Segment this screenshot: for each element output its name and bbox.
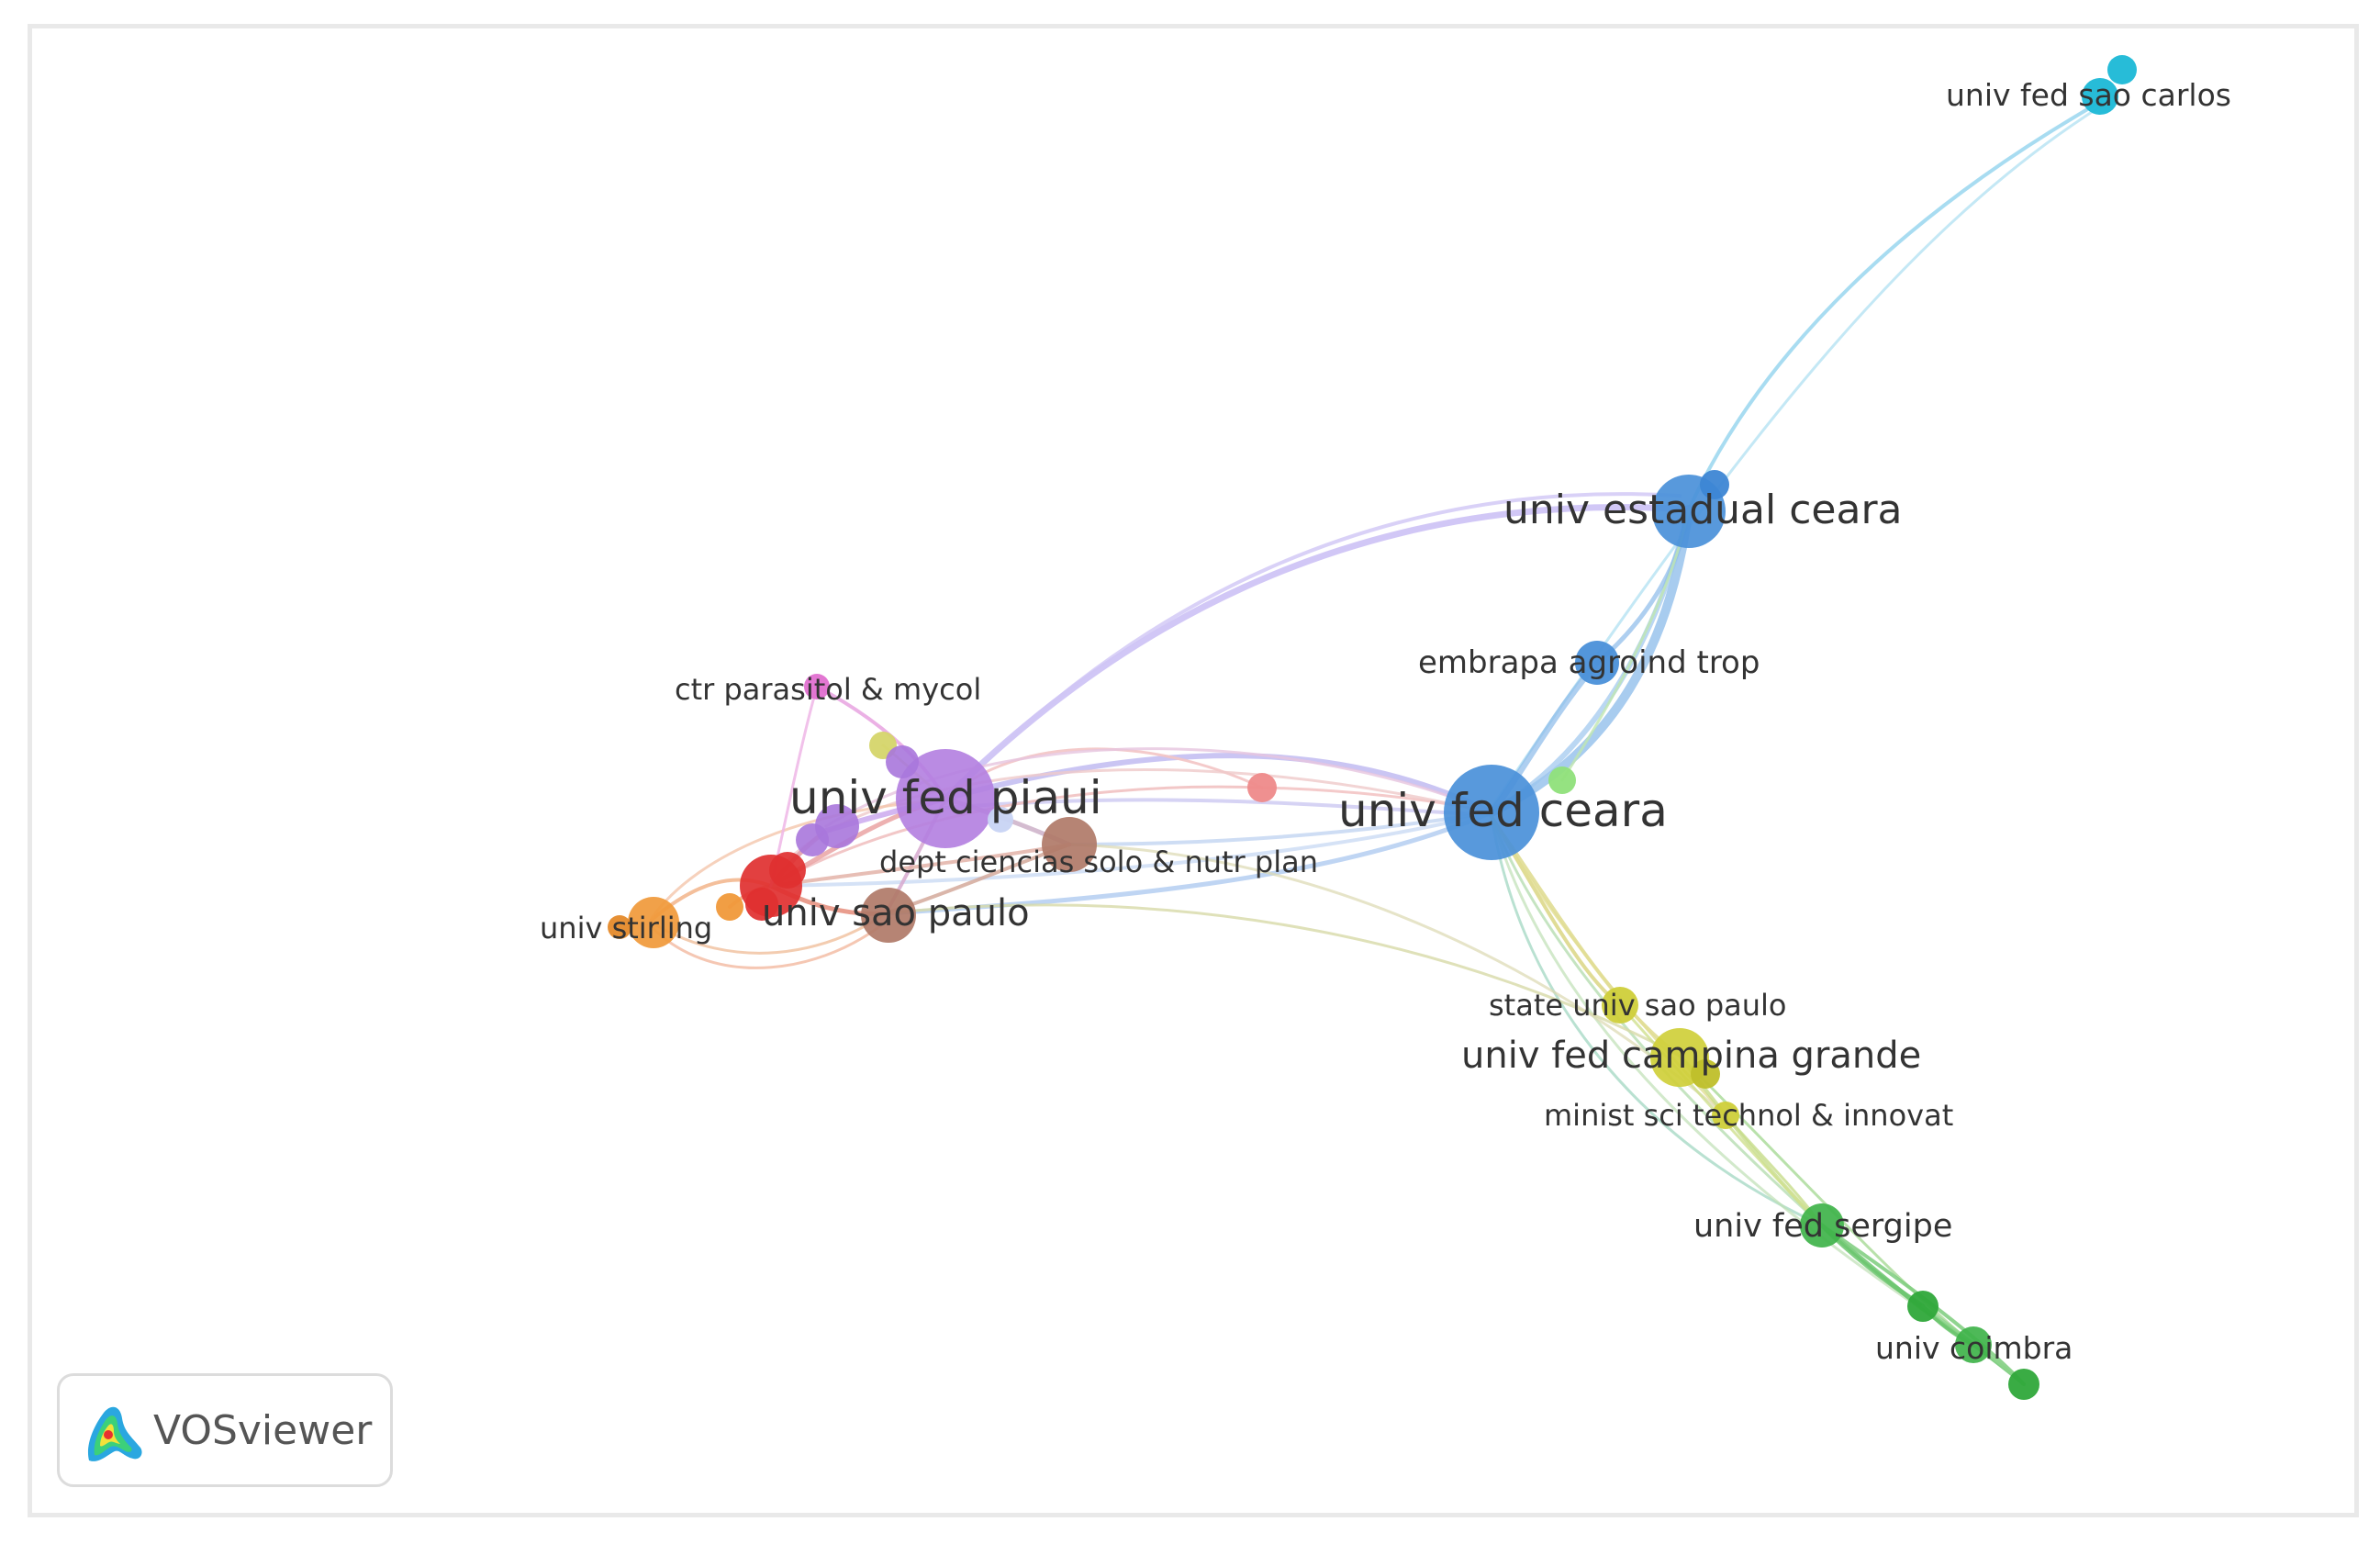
node-lightgreen[interactable] <box>1548 766 1576 794</box>
node-estadual-ceara-small[interactable] <box>1700 470 1729 499</box>
link-estadual-ceara-fed-ceara-a <box>1487 505 1693 817</box>
link-stirling-piaui <box>650 799 947 920</box>
node-univ-fed-ceara[interactable] <box>1444 765 1539 860</box>
node-purple-a[interactable] <box>886 745 919 778</box>
node-ctr-parasitol-mycol[interactable] <box>804 674 830 699</box>
label-univ-fed-sao-carlos[interactable]: univ fed sao carlos <box>1946 77 2231 113</box>
link-state-sp-sergipe <box>1618 1003 1824 1227</box>
node-univ-coimbra[interactable] <box>1955 1326 1992 1363</box>
node-light-lavender[interactable] <box>988 807 1013 833</box>
label-ctr-parasitol-mycol[interactable]: ctr parasitol & mycol <box>675 672 981 707</box>
link-fed-ceara-coimbra <box>1490 815 1975 1347</box>
node-red-c[interactable] <box>745 888 778 921</box>
node-green-c[interactable] <box>2008 1369 2039 1400</box>
link-piaui-fed-ceara <box>943 753 1494 815</box>
node-stirling-small[interactable] <box>608 915 631 939</box>
node-salmon[interactable] <box>1247 773 1277 802</box>
label-dept-ciencias-solo[interactable]: dept ciencias solo & nutr plan <box>879 845 1318 879</box>
label-univ-fed-sergipe[interactable]: univ fed sergipe <box>1693 1208 1952 1245</box>
link-sao-carlos-fed-ceara <box>1490 104 2104 810</box>
node-sao-carlos-small[interactable] <box>2107 55 2137 84</box>
label-univ-estadual-ceara[interactable]: univ estadual ceara <box>1503 487 1903 533</box>
vosviewer-density-icon <box>87 1406 142 1461</box>
link-red-fed-ceara <box>769 811 1493 888</box>
node-state-univ-sao-paulo[interactable] <box>1602 987 1638 1024</box>
node-purple-c[interactable] <box>796 823 829 856</box>
link-piaui-estadual-ceara-b <box>944 492 1682 805</box>
label-embrapa-agroind-trop[interactable]: embrapa agroind trop <box>1418 644 1760 681</box>
node-embrapa-agroind-trop[interactable] <box>1575 641 1619 685</box>
node-univ-sao-paulo[interactable] <box>861 888 916 943</box>
link-fed-ceara-sergipe-b <box>1490 815 1824 1227</box>
node-univ-fed-sao-carlos[interactable] <box>2082 78 2118 115</box>
label-univ-fed-ceara[interactable]: univ fed ceara <box>1338 784 1668 837</box>
label-univ-sao-paulo[interactable]: univ sao paulo <box>762 892 1030 934</box>
link-brown-fed-ceara <box>1067 811 1493 846</box>
node-dept-ciencias-solo[interactable] <box>1042 817 1097 872</box>
label-univ-coimbra[interactable]: univ coimbra <box>1875 1330 2073 1366</box>
network-nodes <box>608 55 2137 1400</box>
network-links <box>650 99 2104 1386</box>
node-campina-small[interactable] <box>1691 1059 1720 1089</box>
link-sao-carlos-estadual-ceara <box>1687 99 2104 511</box>
node-green-a[interactable] <box>1907 1291 1939 1322</box>
link-piaui-fed-ceara-b <box>944 798 1493 817</box>
network-labels: univ fed sao carlos univ estadual ceara … <box>540 77 2231 1366</box>
node-univ-fed-piaui[interactable] <box>896 749 995 848</box>
node-minist-sci-technol[interactable] <box>1712 1102 1739 1129</box>
link-stirling-saopaulo <box>650 912 888 955</box>
vosviewer-brand-text: VOSviewer <box>153 1407 373 1454</box>
vosviewer-logo: VOSviewer <box>57 1373 393 1487</box>
link-fed-ceara-sergipe <box>1490 815 1824 1227</box>
node-red-b[interactable] <box>769 852 806 889</box>
link-stirling-red-loop <box>650 916 892 969</box>
node-orange-mid[interactable] <box>716 893 743 921</box>
node-univ-stirling[interactable] <box>628 897 679 948</box>
label-univ-fed-campina-grande[interactable]: univ fed campina grande <box>1461 1035 1921 1077</box>
node-univ-fed-sergipe[interactable] <box>1800 1203 1844 1248</box>
label-univ-stirling[interactable]: univ stirling <box>540 911 712 945</box>
label-minist-sci-technol[interactable]: minist sci technol & innovat <box>1544 1098 1953 1133</box>
link-sergipe-green-c <box>1820 1224 2026 1386</box>
link-red-brown <box>769 843 1071 888</box>
label-state-univ-sao-paulo[interactable]: state univ sao paulo <box>1489 988 1787 1023</box>
label-univ-fed-piaui[interactable]: univ fed piaui <box>789 771 1102 824</box>
